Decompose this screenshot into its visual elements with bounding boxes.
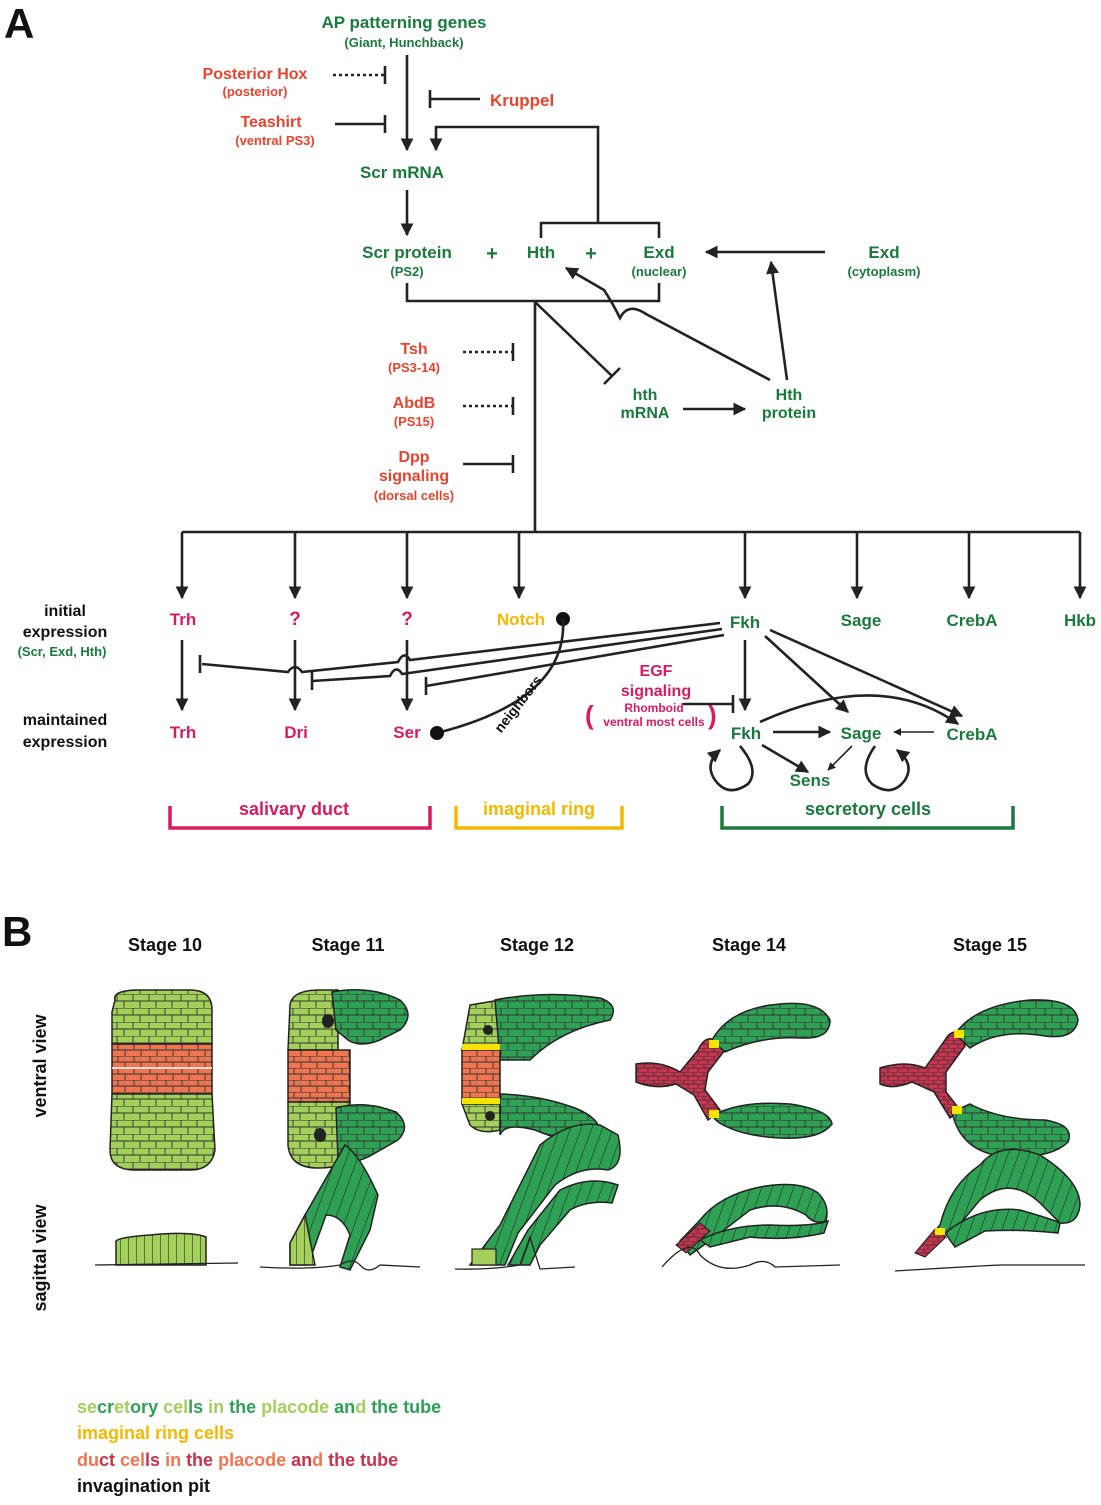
stage-12-label: Stage 12 xyxy=(500,935,574,955)
panel-label-a: A xyxy=(4,0,34,47)
ser-label: Ser xyxy=(393,723,421,742)
exd-cyto-label: Exd xyxy=(868,243,899,262)
exd-cyto-sub: (cytoplasm) xyxy=(848,264,921,279)
teashirt-sub: (ventral PS3) xyxy=(235,133,314,148)
plus-2: + xyxy=(585,243,597,265)
sage-maintained: Sage xyxy=(841,724,882,743)
posterior-hox-sub: (posterior) xyxy=(223,84,288,99)
ventral-view-label: ventral view xyxy=(30,1013,50,1117)
stage-11-ventral xyxy=(287,989,409,1169)
sens-label: Sens xyxy=(790,771,831,790)
stage-14-sagittal xyxy=(661,1183,841,1269)
stage-14-label: Stage 14 xyxy=(712,935,786,955)
sage-initial: Sage xyxy=(841,611,882,630)
complex-edges xyxy=(405,245,825,532)
sagittal-view-label: sagittal view xyxy=(30,1203,50,1311)
dpp-label-2: signaling xyxy=(379,468,449,485)
stage-12-sagittal xyxy=(454,1123,621,1270)
initial-sub: (Scr, Exd, Hth) xyxy=(18,644,107,659)
legend-duct: duct cells in the placode and the tube xyxy=(77,1450,398,1470)
maintained-label-1: maintained xyxy=(23,712,107,729)
stage-15-label: Stage 15 xyxy=(953,935,1027,955)
fkh-initial: Fkh xyxy=(730,613,760,632)
legend-ring: imaginal ring cells xyxy=(77,1423,234,1443)
stage-11-sagittal xyxy=(259,1143,421,1271)
duct-group-label: salivary duct xyxy=(239,799,349,819)
egf-label-1: EGF xyxy=(640,663,673,680)
hth-label: Hth xyxy=(527,243,555,262)
exd-nuclear-sub: (nuclear) xyxy=(632,264,687,279)
repressor-edges xyxy=(463,343,515,473)
hth-protein-2: protein xyxy=(762,405,816,422)
duct-bracket xyxy=(168,806,432,830)
egf-label-3: Rhomboid xyxy=(624,701,683,715)
egf-label-2: signaling xyxy=(621,683,691,700)
stage-10-sagittal xyxy=(94,1232,239,1266)
stage-11-label: Stage 11 xyxy=(311,935,384,955)
notch-label: Notch xyxy=(497,610,545,629)
dpp-label-1: Dpp xyxy=(398,449,429,466)
abdb-sub: (PS15) xyxy=(394,414,434,429)
plus-1: + xyxy=(486,243,498,265)
hkb-initial: Hkb xyxy=(1064,611,1096,630)
legend: secretory cells in the placode and the t… xyxy=(77,1397,441,1496)
scr-protein-sub: (PS2) xyxy=(390,264,423,279)
creba-initial: CrebA xyxy=(946,611,997,630)
tsh-sub: (PS3-14) xyxy=(388,360,440,375)
tsh-label: Tsh xyxy=(400,341,427,358)
top-edges xyxy=(333,55,661,238)
ring-bracket xyxy=(454,806,624,830)
scr-mrna-label: Scr mRNA xyxy=(360,163,444,182)
stage-12-ventral xyxy=(460,993,615,1142)
egf-paren-left: ( xyxy=(585,700,594,730)
stage-10-label: Stage 10 xyxy=(128,935,202,955)
hth-mrna-1: hth xyxy=(633,387,658,404)
egf-label-4: ventral most cells xyxy=(603,715,705,729)
secretory-group-label: secretory cells xyxy=(805,799,931,819)
dri-label: Dri xyxy=(284,723,308,742)
target-distribution xyxy=(175,530,1087,600)
maintained-label-2: expression xyxy=(23,734,107,751)
egf-paren-right: ) xyxy=(708,700,717,730)
legend-pit: invagination pit xyxy=(77,1476,210,1496)
posterior-hox-label: Posterior Hox xyxy=(203,66,308,83)
initial-label-1: initial xyxy=(44,603,86,620)
stage-15-sagittal xyxy=(894,1148,1085,1272)
secretory-bracket xyxy=(720,806,1015,830)
stage-15-ventral xyxy=(879,999,1079,1158)
exd-nuclear-label: Exd xyxy=(643,243,674,262)
teashirt-label: Teashirt xyxy=(240,114,302,131)
kruppel-label: Kruppel xyxy=(490,91,554,110)
neighbors-label: neighbors xyxy=(491,672,545,735)
creba-maintained: CrebA xyxy=(946,725,997,744)
legend-secretory: secretory cells in the placode and the t… xyxy=(77,1397,441,1417)
ring-group-label: imaginal ring xyxy=(483,799,595,819)
trh-maintained: Trh xyxy=(170,723,196,742)
dpp-sub: (dorsal cells) xyxy=(374,488,454,503)
stage-14-ventral xyxy=(635,1002,833,1139)
scr-protein-label: Scr protein xyxy=(362,243,452,262)
hth-protein-1: Hth xyxy=(776,387,803,404)
trh-initial: Trh xyxy=(170,610,196,629)
maintenance-edges xyxy=(175,612,964,792)
ap-genes-label: AP patterning genes xyxy=(322,13,487,32)
initial-label-2: expression xyxy=(23,624,107,641)
ap-genes-sub: (Giant, Hunchback) xyxy=(344,35,463,50)
fkh-maintained: Fkh xyxy=(731,724,761,743)
panel-label-b: B xyxy=(2,908,32,955)
abdb-label: AbdB xyxy=(393,395,436,412)
unknown-1: ? xyxy=(289,609,301,630)
stage-10-ventral xyxy=(109,989,216,1171)
unknown-2: ? xyxy=(401,609,413,630)
hth-mrna-2: mRNA xyxy=(621,405,670,422)
